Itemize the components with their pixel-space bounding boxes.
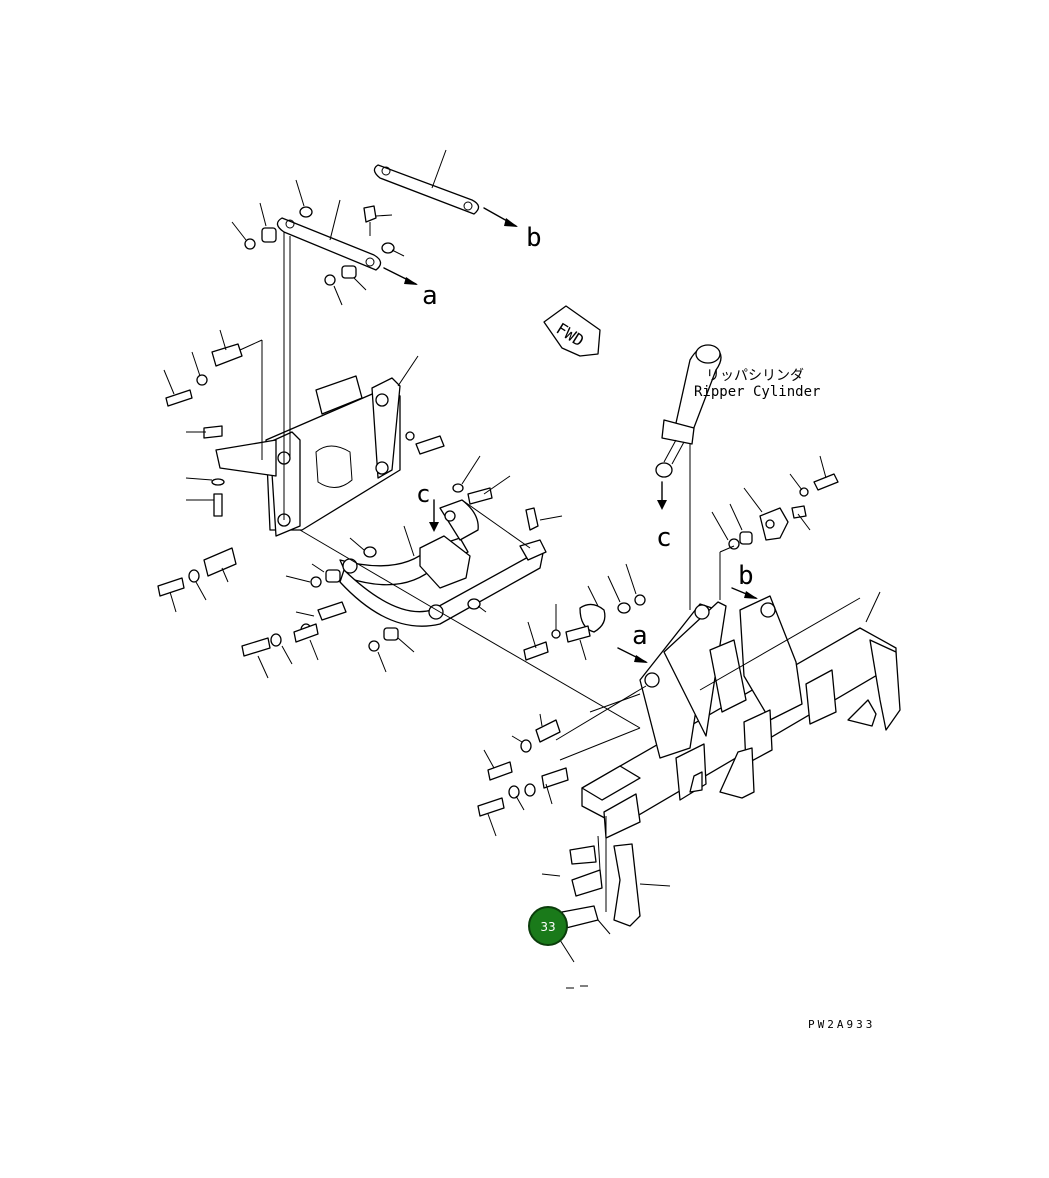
ripper-cylinder (655, 344, 722, 610)
cylinder-label-jp: リッパシリンダ (706, 368, 804, 384)
cylinder-label-en: Ripper Cylinder (694, 384, 820, 400)
left-hardware (157, 329, 493, 613)
top-link-hardware (231, 179, 405, 306)
ref-letter-a-right: a (632, 621, 648, 651)
top-link-a (276, 199, 418, 285)
ref-letter-c-left: c (416, 480, 430, 508)
cylinder-pin-hardware (711, 455, 839, 600)
shank-parts (541, 816, 671, 989)
beam-hardware (477, 563, 647, 837)
lower-arm (299, 499, 641, 729)
ref-letter-c-right: c (656, 523, 672, 553)
ref-letter-b-top: b (526, 223, 542, 253)
top-link-b (373, 149, 518, 227)
lower-arm-hardware (241, 455, 563, 679)
mount-bracket (215, 232, 419, 537)
ripper-beam (581, 587, 901, 839)
fwd-arrow (543, 305, 601, 357)
ref-letter-a-top: a (422, 281, 438, 311)
drawing-code: PW2A933 (808, 1018, 875, 1031)
ref-letter-b-right: b (738, 561, 754, 591)
callout-number: 33 (540, 920, 555, 934)
callout-33[interactable]: 33 (528, 906, 568, 946)
